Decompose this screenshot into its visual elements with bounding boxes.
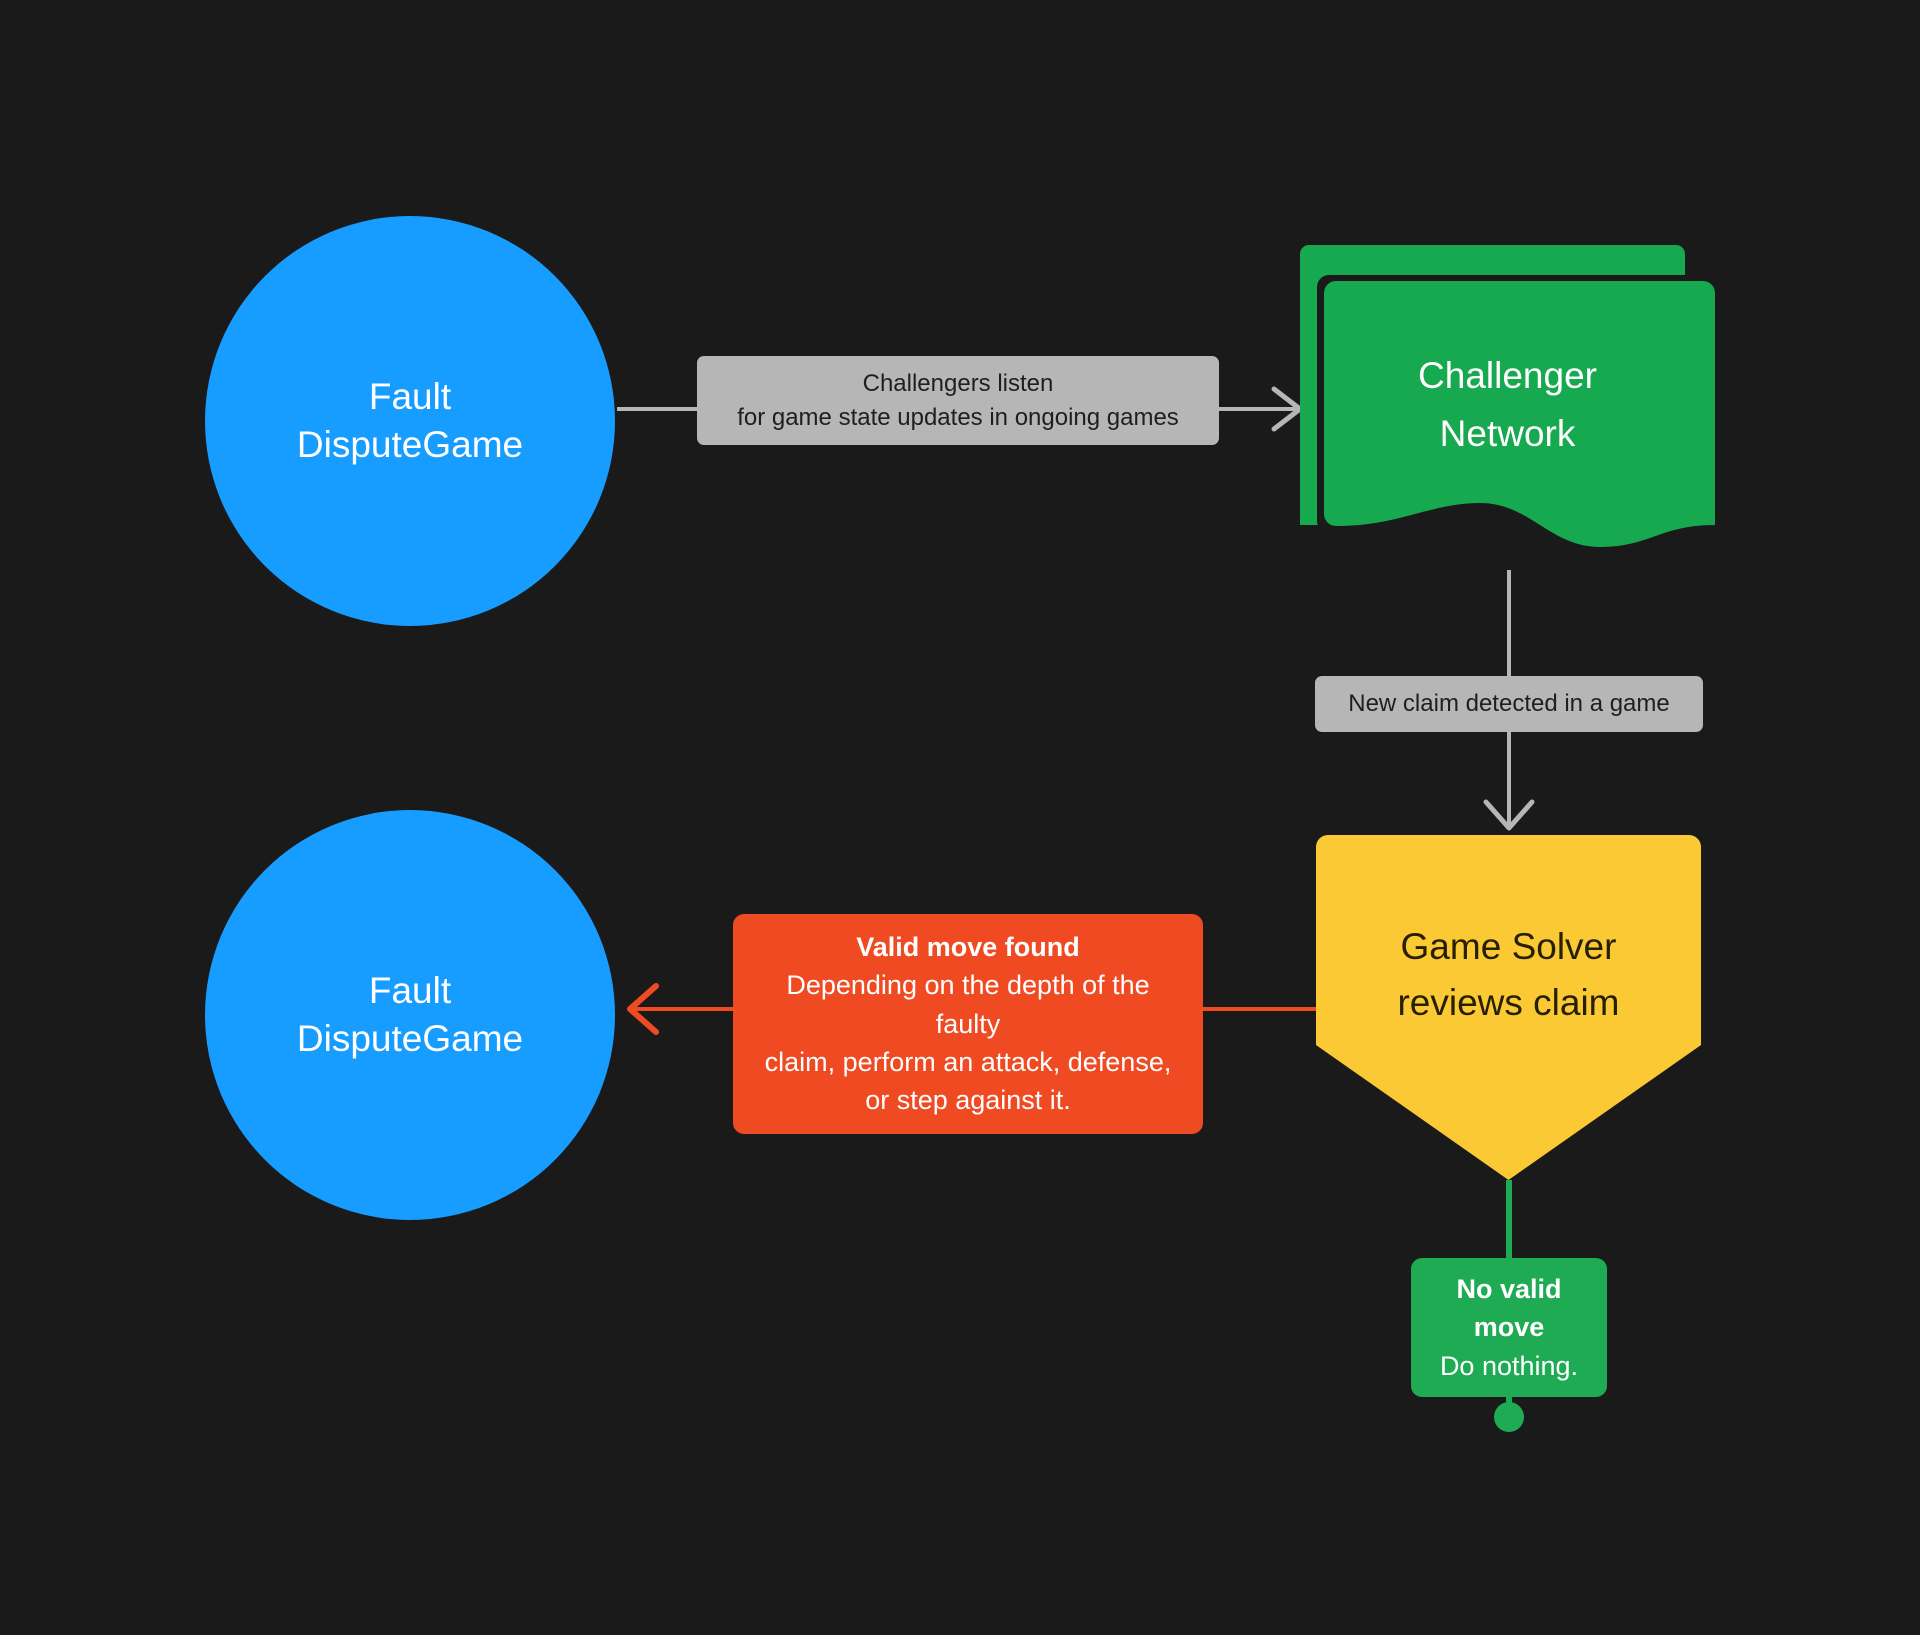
- node-label-line1: Game Solver: [1400, 926, 1617, 967]
- edge-label-no-valid-move: No valid move Do nothing.: [1411, 1258, 1607, 1397]
- node-label-line1: Challenger: [1418, 355, 1597, 396]
- node-challenger-network[interactable]: Challenger Network: [1300, 245, 1715, 575]
- node-label-line2: DisputeGame: [296, 1018, 524, 1059]
- edge-label-title: No valid move: [1456, 1274, 1562, 1343]
- node-label-line2: Network: [1439, 413, 1576, 454]
- edge-label-valid-move-found: Valid move found Depending on the depth …: [733, 914, 1203, 1134]
- node-label-line1: Fault: [368, 375, 452, 417]
- edge-label-line1: New claim detected in a game: [1348, 690, 1670, 717]
- node-game-solver[interactable]: Game Solver reviews claim: [1316, 835, 1701, 1180]
- edge-label-title: Valid move found: [856, 932, 1080, 962]
- edge-label-line3: or step against it.: [865, 1085, 1071, 1116]
- edge-label-line2: claim, perform an attack, defense,: [764, 1046, 1172, 1077]
- edge-label-line1: Depending on the depth of the faulty: [786, 970, 1150, 1039]
- edge-label-new-claim-detected: New claim detected in a game: [1315, 676, 1703, 732]
- node-label-line2: DisputeGame: [296, 424, 524, 465]
- edge-label-challengers-listen: Challengers listen for game state update…: [697, 356, 1219, 446]
- edge-label-line2: for game state updates in ongoing games: [737, 403, 1179, 431]
- pentagon-shape: [1316, 835, 1701, 1180]
- document-front-card: [1324, 281, 1715, 547]
- node-fault-dispute-game-top[interactable]: Fault DisputeGame: [205, 216, 615, 626]
- node-label-line2: reviews claim: [1397, 982, 1620, 1023]
- edge-label-line1: Challengers listen: [862, 370, 1054, 397]
- edge-label-line1: Do nothing.: [1439, 1350, 1579, 1381]
- node-label-line1: Fault: [368, 969, 452, 1011]
- terminal-dot: [1494, 1402, 1524, 1432]
- node-fault-dispute-game-bottom[interactable]: Fault DisputeGame: [205, 810, 615, 1220]
